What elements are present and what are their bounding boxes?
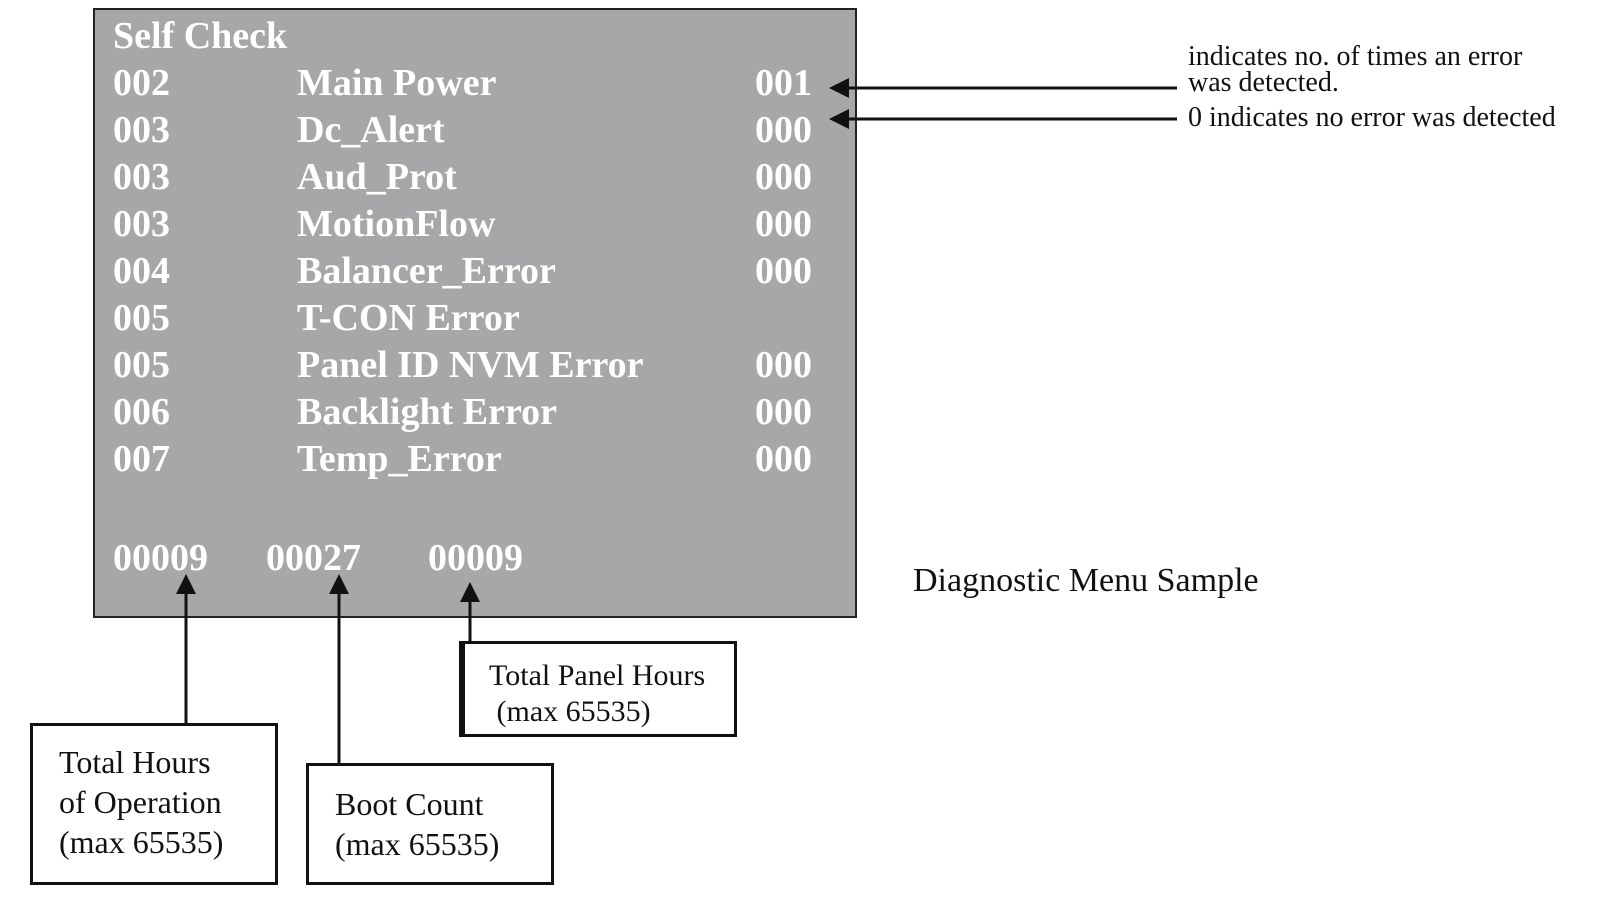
boot-count-label-box: Boot Count (max 65535) — [306, 763, 554, 885]
label-line: of Operation — [59, 784, 222, 820]
total-hours-value: 00009 — [113, 537, 208, 579]
error-row: 003 Aud_Prot 000 — [95, 157, 855, 197]
error-code: 004 — [113, 250, 170, 292]
self-check-screen: Self Check 002 Main Power 001 003 Dc_Ale… — [93, 8, 857, 618]
error-code: 006 — [113, 391, 170, 433]
error-count: 000 — [755, 391, 812, 433]
error-name: Main Power — [297, 62, 497, 104]
error-count-note-line: indicates no. of times an error — [1188, 41, 1523, 72]
error-row: 003 MotionFlow 000 — [95, 204, 855, 244]
error-count: 001 — [755, 62, 812, 104]
error-name: Balancer_Error — [297, 250, 556, 292]
error-name: Aud_Prot — [297, 156, 457, 198]
panel-hours-value: 00009 — [428, 537, 523, 579]
error-count-note: indicates no. of times an error was dete… — [1188, 41, 1523, 98]
error-code: 007 — [113, 438, 170, 480]
error-count: 000 — [755, 438, 812, 480]
label-line: (max 65535) — [59, 824, 224, 860]
total-hours-label-box: Total Hours of Operation (max 65535) — [30, 723, 278, 885]
label-line: (max 65535) — [335, 826, 500, 862]
error-count: 000 — [755, 344, 812, 386]
error-name: Temp_Error — [297, 438, 502, 480]
no-error-note: 0 indicates no error was detected — [1188, 102, 1556, 133]
boot-count-arrowhead — [329, 574, 349, 594]
error-code: 002 — [113, 62, 170, 104]
error-code: 003 — [113, 156, 170, 198]
error-name: Backlight Error — [297, 391, 558, 433]
total-hours-label: Total Hours of Operation (max 65535) — [59, 742, 223, 862]
error-count: 000 — [755, 109, 812, 151]
panel-hours-arrowhead — [460, 582, 480, 602]
error-code: 005 — [113, 297, 170, 339]
error-row: 005 Panel ID NVM Error 000 — [95, 345, 855, 385]
error-count: 000 — [755, 156, 812, 198]
label-line: Total Hours — [59, 744, 211, 780]
error-code: 003 — [113, 203, 170, 245]
error-code: 003 — [113, 109, 170, 151]
total-hours-arrowhead — [176, 574, 196, 594]
error-row: 004 Balancer_Error 000 — [95, 251, 855, 291]
error-row: 005 T-CON Error — [95, 298, 855, 338]
no-error-arrowhead — [829, 109, 849, 129]
error-count: 000 — [755, 203, 812, 245]
error-row: 003 Dc_Alert 000 — [95, 110, 855, 150]
boot-count-value: 00027 — [266, 537, 361, 579]
label-line: Total Panel Hours — [489, 659, 706, 692]
label-line: Boot Count — [335, 786, 484, 822]
error-row: 002 Main Power 001 — [95, 63, 855, 103]
error-row: 006 Backlight Error 000 — [95, 392, 855, 432]
error-name: MotionFlow — [297, 203, 496, 245]
error-count-arrowhead — [829, 78, 849, 98]
error-count: 000 — [755, 250, 812, 292]
error-count-note-line: was detected. — [1188, 67, 1339, 98]
label-line: (max 65535) — [489, 695, 651, 728]
error-name: Panel ID NVM Error — [297, 344, 644, 386]
panel-hours-label-box: Total Panel Hours (max 65535) — [459, 641, 737, 737]
panel-hours-label: Total Panel Hours (max 65535) — [489, 658, 705, 730]
error-name: T-CON Error — [297, 297, 520, 339]
error-code: 005 — [113, 344, 170, 386]
diagram-caption: Diagnostic Menu Sample — [913, 562, 1259, 599]
error-row: 007 Temp_Error 000 — [95, 439, 855, 479]
boot-count-label: Boot Count (max 65535) — [335, 784, 499, 864]
error-name: Dc_Alert — [297, 109, 445, 151]
screen-title: Self Check — [113, 15, 288, 57]
